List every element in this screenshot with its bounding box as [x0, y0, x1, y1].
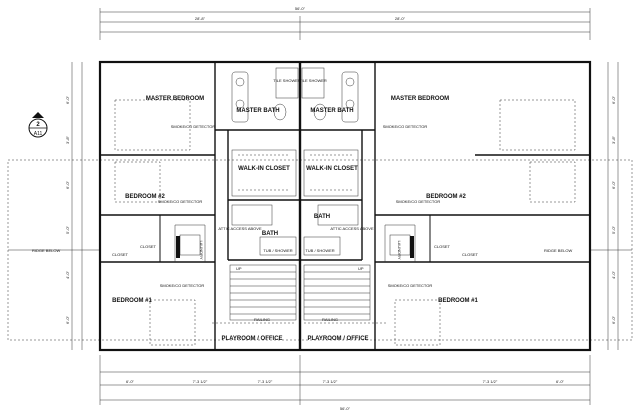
bedroom2-label: BEDROOM #2 — [426, 194, 466, 200]
bottom-dim-5: 7'-3 1/2" — [483, 379, 498, 384]
playroom-label: PLAYROOM / OFFICE — [307, 336, 368, 342]
left-vdim-4: 5'-0" — [65, 225, 70, 234]
bottom-dim-1: 6'-0" — [126, 379, 135, 384]
smoke-note-2: SMOKE/CO DETECTOR — [396, 199, 441, 204]
unit-left: MASTER BEDROOM MASTER BATH WALK-IN CLOSE… — [100, 62, 301, 350]
overall-top-dim: 56'-0" — [295, 6, 306, 11]
bottom-dim-6: 7'-3 1/2" — [323, 379, 338, 384]
right-vdim-5: 4'-0" — [611, 270, 616, 279]
bottom-dimensions: 6'-0" 7'-3 1/2" 7'-3 1/2" 6'-0" 7'-3 1/2… — [99, 355, 591, 411]
tub-note: TUB / SHOWER — [263, 248, 292, 253]
right-vdim-3: 6'-0" — [611, 180, 616, 189]
bottom-dim-4: 6'-0" — [556, 379, 565, 384]
right-vdim-2: 3'-8" — [611, 135, 616, 144]
closet-b-label: CLOSET — [112, 252, 129, 257]
attic-note: ATTIC ACCESS ABOVE — [330, 226, 374, 231]
bedroom2-label: BEDROOM #2 — [125, 194, 165, 200]
left-vdim-6: 6'-0" — [65, 315, 70, 324]
closet-a-label: CLOSET — [434, 244, 451, 249]
tub-note: TUB / SHOWER — [305, 248, 334, 253]
overall-bottom-dim: 56'-0" — [340, 406, 351, 411]
walk-in-closet-label: WALK-IN CLOSET — [238, 166, 290, 172]
attic-note: ATTIC ACCESS ABOVE — [218, 226, 262, 231]
left-vdim-1: 6'-0" — [65, 95, 70, 104]
bedroom1-label: BEDROOM #1 — [112, 298, 152, 304]
smoke-note-2: SMOKE/CO DETECTOR — [158, 199, 203, 204]
closet-a-label: CLOSET — [140, 244, 157, 249]
shower-note: TILE SHOWER — [273, 78, 301, 83]
exterior-walls — [98, 60, 592, 352]
laundry-label: LAUNDRY — [199, 240, 204, 259]
left-vdim-5: 4'-0" — [65, 270, 70, 279]
section-marker: 2 A11 — [28, 112, 48, 138]
right-vdim-4: 5'-0" — [611, 225, 616, 234]
bath-label: BATH — [262, 231, 278, 237]
smoke-note-1: SMOKE/CO DETECTOR — [171, 124, 216, 129]
shower-note: TILE SHOWER — [299, 78, 327, 83]
section-sheet: A11 — [34, 131, 43, 137]
up-note: UP — [358, 266, 364, 271]
bath-label: BATH — [314, 214, 330, 220]
section-number: 2 — [36, 122, 40, 128]
left-vertical-dims: 6'-0" 3'-8" 6'-0" 5'-0" 4'-0" 6'-0" — [65, 62, 83, 350]
smoke-note-3: SMOKE/CO DETECTOR — [388, 283, 433, 288]
bottom-dim-2: 7'-3 1/2" — [193, 379, 208, 384]
laundry-label: LAUNDRY — [397, 240, 402, 259]
right-vdim-1: 6'-0" — [611, 95, 616, 104]
railing-note: RAILING — [322, 317, 338, 322]
railing-note: RAILING — [254, 317, 270, 322]
top-left-dim: 28'-8" — [195, 16, 206, 21]
master-bath-label: MASTER BATH — [310, 108, 353, 114]
bottom-dim-3: 7'-3 1/2" — [258, 379, 273, 384]
right-vertical-dims: 6'-0" 3'-8" 6'-0" 5'-0" 4'-0" 6'-0" — [607, 62, 619, 350]
master-bath-label: MASTER BATH — [236, 108, 279, 114]
smoke-note-1: SMOKE/CO DETECTOR — [383, 124, 428, 129]
master-bedroom-label: MASTER BEDROOM — [391, 96, 449, 102]
roof-outline: RIDGE BELOW RIDGE BELOW — [7, 159, 633, 341]
top-right-dim: 28'-0" — [395, 16, 406, 21]
walk-in-closet-label: WALK-IN CLOSET — [306, 166, 358, 172]
bedroom1-label: BEDROOM #1 — [438, 298, 478, 304]
right-vdim-6: 6'-0" — [611, 315, 616, 324]
playroom-label: PLAYROOM / OFFICE — [221, 336, 282, 342]
ridge-label-right: RIDGE BELOW — [544, 248, 572, 253]
smoke-note-3: SMOKE/CO DETECTOR — [160, 283, 205, 288]
closet-b-label: CLOSET — [462, 252, 479, 257]
left-vdim-2: 3'-8" — [65, 135, 70, 144]
top-dimensions: 56'-0" 28'-8" 28'-0" — [99, 6, 591, 40]
ridge-label-left: RIDGE BELOW — [32, 248, 60, 253]
unit-right: MASTER BEDROOM MASTER BATH WALK-IN CLOSE… — [299, 62, 590, 350]
up-note: UP — [236, 266, 242, 271]
left-vdim-3: 6'-0" — [65, 180, 70, 189]
master-bedroom-label: MASTER BEDROOM — [146, 96, 204, 102]
